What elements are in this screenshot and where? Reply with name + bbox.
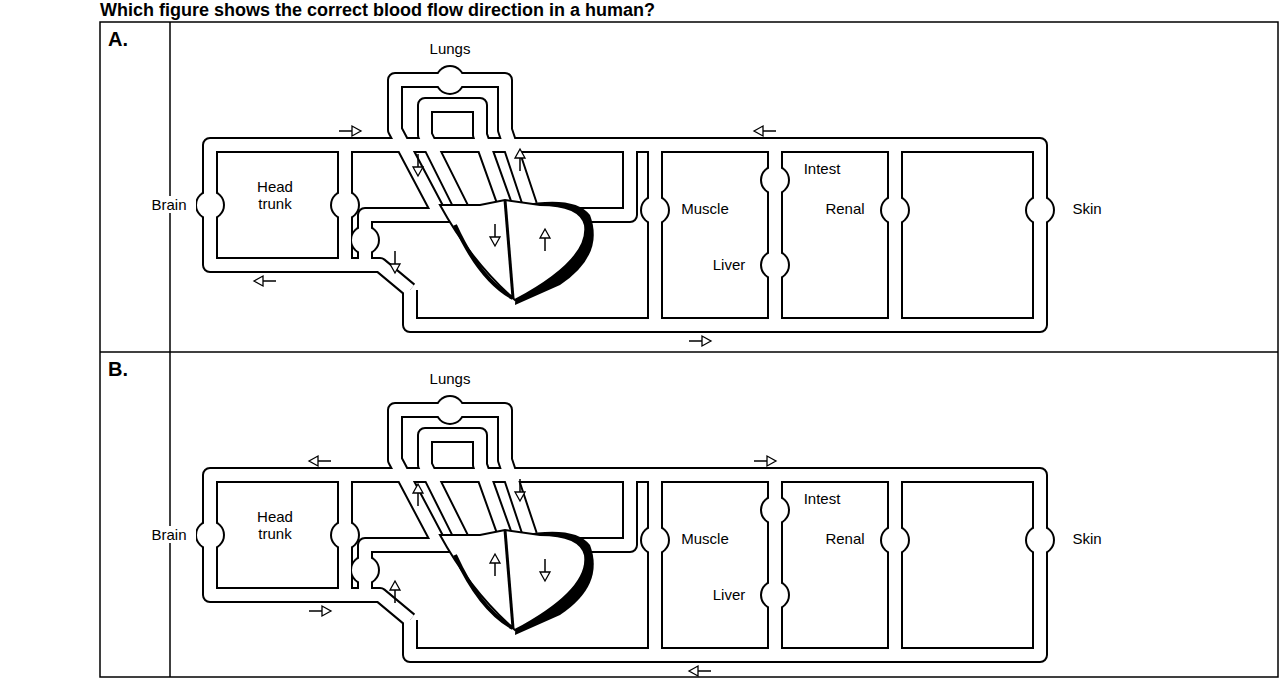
organ-label: Skin [1062,530,1112,547]
heart [440,200,594,305]
organ-label: Brain [142,196,196,213]
flow-arrows [309,456,776,676]
organ-label: Renal [815,200,875,217]
organ-label: Skin [1062,200,1112,217]
organ-label: Muscle [675,200,735,217]
table-grid [100,22,1278,677]
organ-label: Liver [700,586,758,603]
organ-label: Head trunk [240,508,310,542]
heart [440,530,594,635]
row-letter: A. [100,22,170,57]
table-row: A. [100,22,170,352]
organ-label: Head trunk [240,178,310,212]
organ-label: Renal [815,530,875,547]
organ-label: Brain [142,526,196,543]
flow-arrows [254,126,776,346]
organ-label: Liver [700,256,758,273]
organ-label: Lungs [420,40,480,57]
organ-label: Muscle [675,530,735,547]
row-letter: B. [100,352,170,387]
circulation-diagram [195,395,1055,676]
organ-label: Intest [792,160,852,177]
organ-label: Intest [792,490,852,507]
circulation-diagram [195,65,1055,346]
organ-label: Lungs [420,370,480,387]
table-row: B. [100,352,170,677]
question-title: Which figure shows the correct blood flo… [100,0,655,20]
